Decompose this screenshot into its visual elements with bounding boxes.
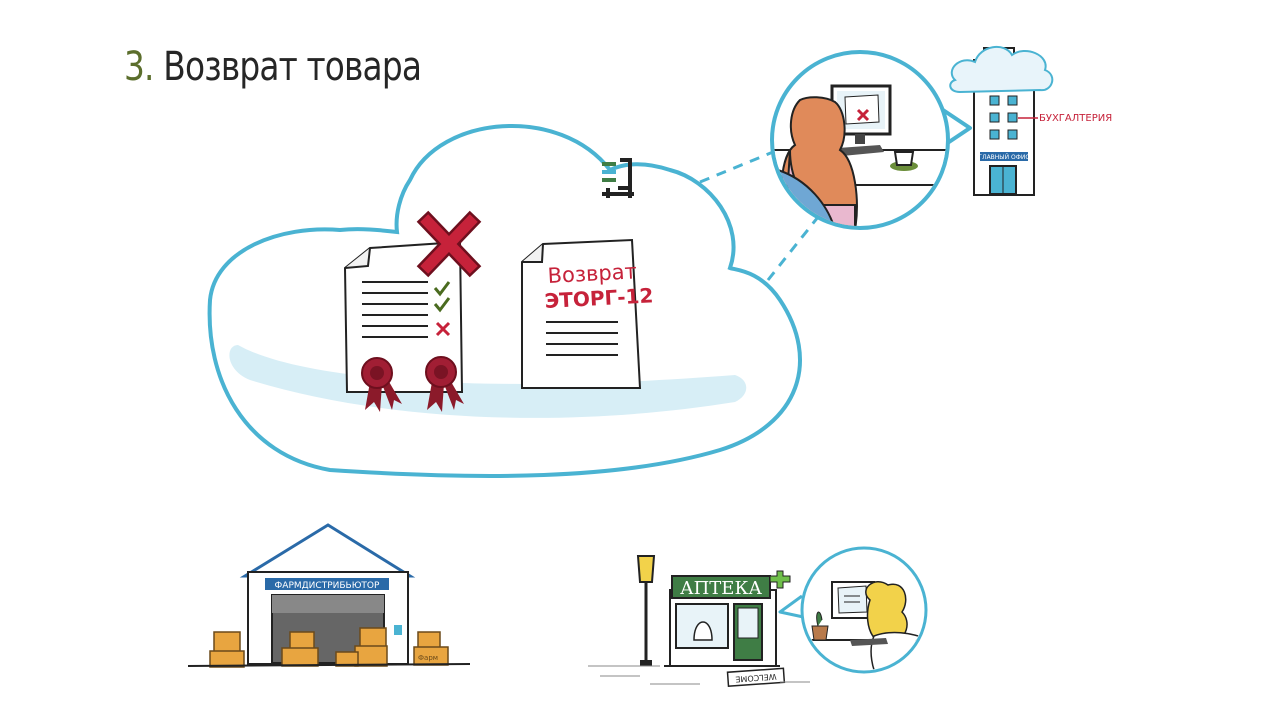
title-text: Возврат товара [163, 44, 422, 90]
cup-icon [893, 151, 915, 166]
pharmacy-cross-icon [769, 570, 791, 589]
warehouse: ФАРМДИСТРИБЬЮТОР Фарм [187, 523, 471, 668]
page-title: 3. Возврат товара [124, 44, 422, 90]
cloud-shadow [229, 345, 747, 418]
welcome-mat [726, 667, 786, 688]
connector-lines [699, 148, 824, 281]
office-label: БУХГАЛТЕРИЯ [1039, 113, 1112, 124]
return-doc-line1: Возврат [547, 259, 637, 288]
box-label: Фарм [418, 654, 438, 662]
office-building: ГЛАВНЫЙ ОФИС БУХГАЛТЕРИЯ [949, 46, 1112, 196]
welcome-mat-text: WELCOME [735, 672, 777, 684]
office-bubble [770, 50, 972, 230]
return-document: Возврат ЭТОРГ-12 [521, 238, 654, 389]
edo-logo-icon [602, 158, 634, 198]
title-number: 3. [124, 44, 154, 90]
warehouse-sign: ФАРМДИСТРИБЬЮТОР [275, 581, 380, 591]
office-sign: ГЛАВНЫЙ ОФИС [978, 154, 1029, 161]
pharmacist-hair [865, 580, 908, 641]
seal-icon [361, 357, 402, 412]
pharmacy: АПТЕКА WELCOME [588, 546, 928, 688]
rejected-document [343, 210, 482, 412]
check-icon [433, 281, 451, 313]
return-doc-line2: ЭТОРГ-12 [544, 283, 654, 313]
cross-small-icon [435, 321, 451, 337]
cloud [207, 123, 802, 478]
cloud-small [949, 46, 1054, 94]
boxes [209, 627, 449, 668]
pharmacy-sign: АПТЕКА [680, 578, 762, 599]
seal-icon [425, 356, 464, 412]
cactus-icon [816, 611, 823, 627]
